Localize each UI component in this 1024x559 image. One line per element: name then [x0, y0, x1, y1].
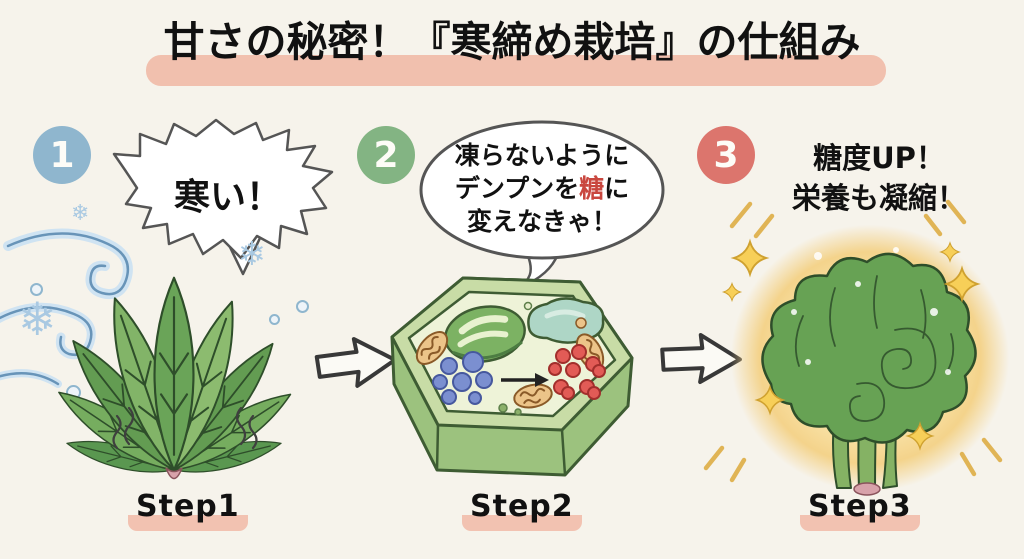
arrow-right-icon	[660, 333, 742, 385]
leaf-mass	[761, 252, 977, 444]
bubble-line3: 変えなきゃ！	[466, 207, 617, 236]
step2-number: 2	[373, 134, 399, 176]
speech-bubble-starch	[419, 120, 665, 290]
leaf-swirl	[880, 327, 937, 390]
spinach-leaves	[50, 276, 299, 483]
step3-label: Step3	[800, 487, 920, 531]
shiver-lines	[112, 406, 258, 450]
vacuole	[527, 297, 605, 344]
sugar-word: 糖	[579, 174, 605, 203]
glow-dots	[791, 247, 951, 375]
sweet-spinach-illustration	[761, 252, 977, 496]
plant-cell-illustration	[390, 276, 634, 477]
title-highlight-bar	[146, 55, 886, 86]
step1-number: 1	[49, 134, 75, 176]
glow-rays	[703, 199, 1003, 483]
leaf-swirl	[849, 382, 886, 422]
arrow-right-icon	[314, 337, 397, 388]
starch-granules	[432, 351, 493, 405]
small-dot	[523, 301, 533, 311]
small-green-dots	[498, 403, 522, 416]
step1-label: Step1	[128, 487, 248, 531]
chloroplast	[444, 305, 526, 363]
step3-number-badge: 3	[697, 126, 755, 184]
page-title: 甘さの秘密！『寒締め栽培』の仕組み	[163, 18, 861, 66]
round-bubble-shape	[419, 120, 665, 260]
spinach-root	[165, 467, 183, 480]
bubble-line2: デンプンを糖に	[454, 174, 630, 203]
snow-dot	[30, 283, 43, 296]
caption-line2: 栄養も凝縮！	[791, 181, 966, 215]
step2-number-badge: 2	[357, 126, 415, 184]
sugar-molecules	[548, 344, 606, 400]
bubble-text-cold: 寒い！	[173, 177, 282, 218]
sparkle-icon	[723, 240, 979, 450]
small-organelle	[575, 317, 587, 329]
snowflake-icon: ❄	[18, 292, 57, 346]
snow-dot	[269, 314, 280, 325]
bubble-line1: 凍らないように	[454, 141, 630, 170]
step1-number-badge: 1	[33, 126, 91, 184]
spinach-cold-illustration	[50, 276, 299, 483]
step3-number: 3	[713, 134, 739, 176]
speech-bubble-cold	[112, 118, 334, 276]
spiky-bubble-shape	[112, 118, 334, 260]
snowflake-icon: ❄	[71, 201, 90, 226]
snowflake-icon: ❄	[238, 234, 266, 273]
step3-caption: 糖度UP！ 栄養も凝縮！	[756, 138, 1002, 218]
step2-label: Step2	[462, 487, 582, 531]
bubble-text-starch: 凍らないように デンプンを糖に 変えなきゃ！	[426, 139, 658, 238]
caption-line1: 糖度UP！	[813, 141, 945, 175]
leaf-veins	[794, 275, 955, 422]
snow-dot	[296, 300, 309, 313]
conversion-arrow-icon	[501, 373, 549, 387]
sparkles-overlay	[703, 199, 1003, 483]
wind-swirl-icon	[0, 228, 133, 388]
